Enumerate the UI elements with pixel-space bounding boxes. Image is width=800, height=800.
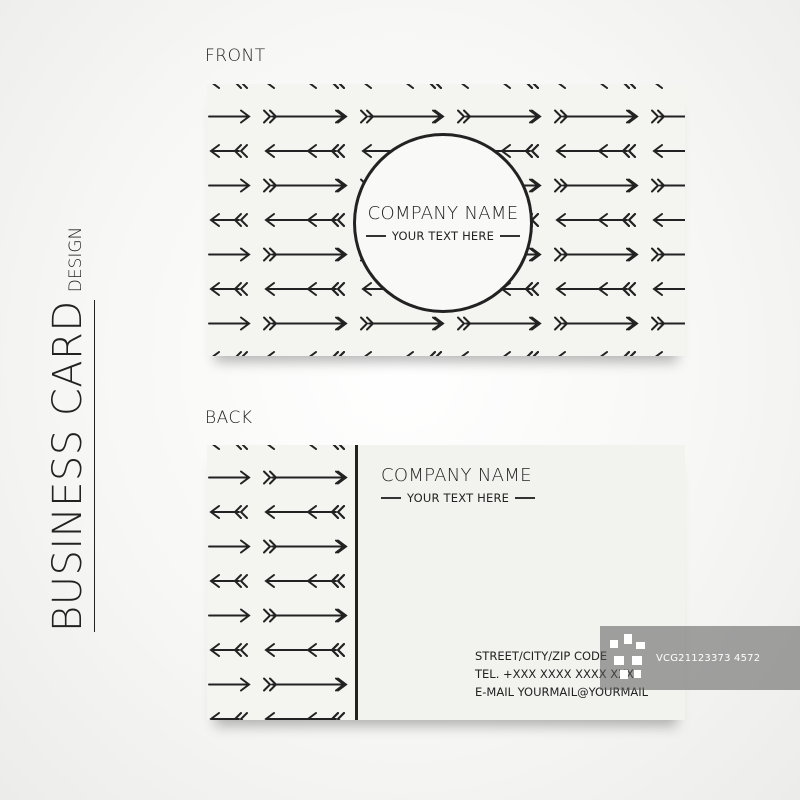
phone-line: TEL. +XXX XXXX XXXX XXX: [475, 667, 634, 681]
arrow-icon: [309, 445, 345, 450]
arrow-icon: [305, 677, 348, 692]
arrow-icon: [600, 84, 663, 89]
back-label: BACK: [205, 408, 253, 428]
arrow-icon: [309, 351, 442, 356]
tagline-rule-left: [381, 497, 401, 499]
front-tagline-row: YOUR TEXT HERE: [365, 229, 521, 243]
side-title: BUSINESS CARD DESIGN: [45, 226, 95, 632]
arrow-icon: [596, 247, 685, 262]
arrow-icon: [502, 351, 636, 356]
tagline-rule-right: [515, 497, 536, 499]
arrow-icon: [597, 213, 685, 227]
front-emblem-circle: COMPANY NAME YOUR TEXT HERE: [356, 136, 530, 310]
arrow-icon: [212, 84, 345, 89]
arrow-icon: [406, 84, 539, 89]
back-tagline: YOUR TEXT HERE: [407, 491, 510, 505]
address-line: STREET/CITY/ZIP CODE: [475, 649, 608, 663]
side-title-sub: DESIGN: [66, 226, 86, 293]
arrow-icon: [306, 505, 345, 519]
arrow-icon: [309, 84, 442, 89]
arrow-icon: [305, 608, 348, 623]
front-card: COMPANY NAME YOUR TEXT HERE: [207, 84, 685, 356]
arrow-icon: [596, 109, 685, 124]
arrow-icon: [306, 574, 345, 588]
arrow-icon: [596, 178, 685, 193]
front-tagline: YOUR TEXT HERE: [391, 229, 495, 243]
watermark-logo-icon: [600, 626, 656, 690]
arrow-pattern: [208, 445, 348, 720]
arrow-icon: [597, 282, 685, 296]
front-company-name: COMPANY NAME: [367, 203, 519, 224]
side-title-main: BUSINESS CARD: [45, 300, 95, 632]
arrow-icon: [212, 445, 345, 450]
watermark-text: VCG21123373 4572: [656, 652, 761, 664]
arrow-icon: [305, 539, 348, 554]
arrow-icon: [596, 316, 685, 331]
front-label: FRONT: [205, 46, 266, 66]
arrow-icon: [503, 84, 636, 89]
arrow-icon: [306, 643, 345, 657]
tagline-rule-left: [365, 235, 386, 237]
back-heading: COMPANY NAME YOUR TEXT HERE: [381, 465, 536, 505]
arrow-icon: [406, 351, 539, 356]
back-tagline-row: YOUR TEXT HERE: [381, 491, 536, 505]
arrow-icon: [306, 712, 345, 720]
tagline-rule-right: [500, 235, 521, 237]
arrow-icon: [305, 470, 348, 485]
watermark-banner: VCG21123373 4572: [600, 626, 800, 690]
back-company-name: COMPANY NAME: [381, 465, 532, 486]
arrow-icon: [597, 144, 685, 158]
back-divider: [355, 445, 358, 720]
arrow-icon: [600, 351, 663, 356]
arrow-icon: [211, 351, 345, 356]
